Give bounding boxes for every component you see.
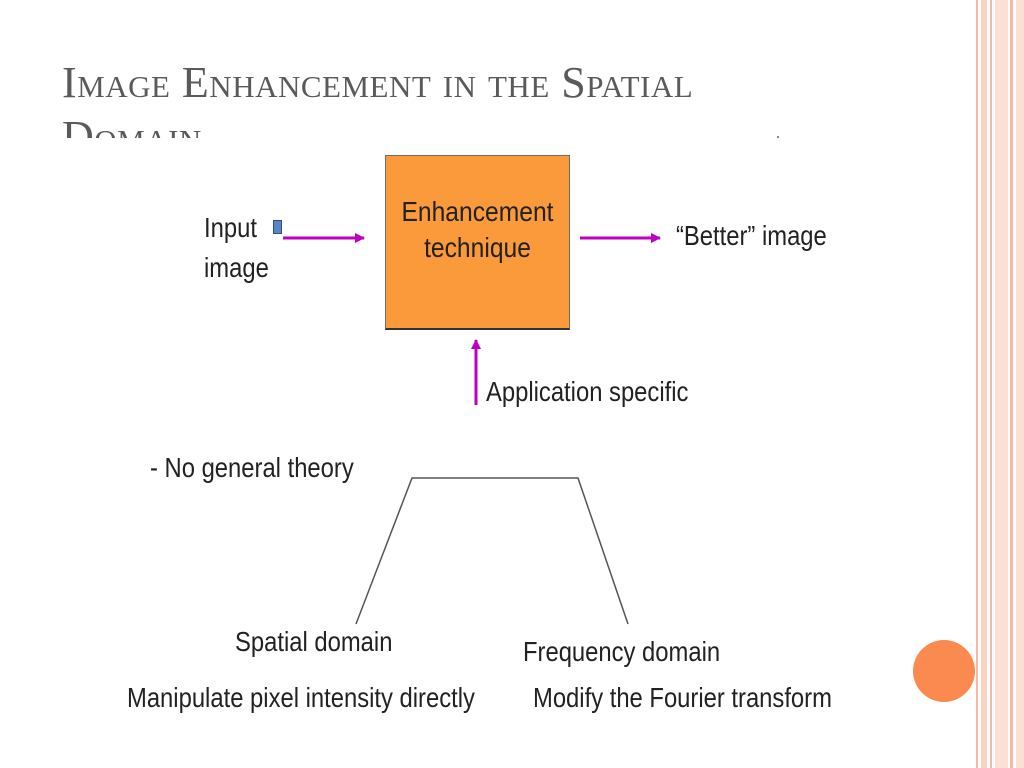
title-area: Image Enhancement in the Spatial Domain bbox=[62, 56, 842, 138]
decor-stripe bbox=[995, 0, 1008, 768]
decor-circle bbox=[913, 640, 975, 702]
domain-split-lines bbox=[355, 477, 629, 625]
enhancement-box-label: Enhancement technique bbox=[401, 196, 554, 263]
input-image-label: Input image bbox=[204, 212, 269, 283]
enhancement-box: Enhancement technique bbox=[385, 155, 570, 330]
decor-stripe bbox=[1010, 0, 1013, 768]
application-specific-label: Application specific bbox=[486, 376, 689, 407]
spatial-domain-label: Spatial domain bbox=[235, 626, 393, 657]
better-image-label: “Better” image bbox=[676, 220, 827, 251]
slide-title: Image Enhancement in the Spatial Domain bbox=[62, 58, 694, 138]
no-general-theory-label: - No general theory bbox=[150, 452, 354, 483]
spatial-description: Manipulate pixel intensity directly bbox=[127, 682, 475, 713]
decor-stripe bbox=[976, 0, 978, 768]
decor-stripe bbox=[1016, 0, 1024, 768]
title-dot bbox=[777, 136, 779, 138]
decor-stripe bbox=[981, 0, 987, 768]
input-image-icon bbox=[273, 220, 282, 234]
decor-stripe bbox=[990, 0, 992, 768]
frequency-description: Modify the Fourier transform bbox=[533, 682, 832, 713]
frequency-domain-label: Frequency domain bbox=[523, 636, 721, 667]
